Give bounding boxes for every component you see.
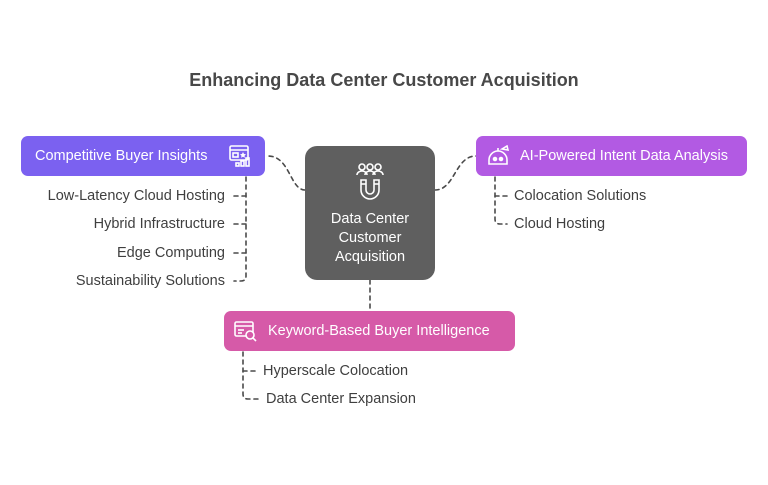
left-item-3: Edge Computing <box>116 245 225 261</box>
branch-label: Competitive Buyer Insights <box>35 148 208 164</box>
dashboard-analytics-icon <box>229 145 253 167</box>
connector-right-items <box>494 176 508 225</box>
branch-ai-powered-intent-data-analysis: AI-Powered Intent Data Analysis <box>476 136 747 176</box>
center-label-line-2: Customer <box>338 230 402 246</box>
right-item-1: Colocation Solutions <box>514 188 647 204</box>
center-label-line-1: Data Center <box>330 211 410 227</box>
connector-bottom-items <box>242 351 259 400</box>
bottom-item-1: Hyperscale Colocation <box>263 363 409 379</box>
robot-scanner-icon <box>486 145 510 167</box>
left-item-1: Low-Latency Cloud Hosting <box>47 188 225 204</box>
branch-label: AI-Powered Intent Data Analysis <box>520 148 728 164</box>
people-magnet-icon <box>305 162 435 200</box>
connector-center-left <box>267 155 306 191</box>
connector-left-items <box>233 176 247 282</box>
left-item-2: Hybrid Infrastructure <box>93 216 225 232</box>
center-label-line-3: Acquisition <box>334 249 406 265</box>
bottom-item-2: Data Center Expansion <box>266 391 416 407</box>
branch-label: Keyword-Based Buyer Intelligence <box>268 323 490 339</box>
diagram-title: Enhancing Data Center Customer Acquisiti… <box>189 70 579 90</box>
browser-search-icon <box>234 320 258 342</box>
branch-keyword-based-buyer-intelligence: Keyword-Based Buyer Intelligence <box>224 311 515 351</box>
branch-competitive-buyer-insights: Competitive Buyer Insights <box>21 136 265 176</box>
center-node: Data Center Customer Acquisition <box>305 146 435 280</box>
right-item-2: Cloud Hosting <box>514 216 606 232</box>
left-item-4: Sustainability Solutions <box>75 273 225 289</box>
connector-center-right <box>434 155 477 191</box>
